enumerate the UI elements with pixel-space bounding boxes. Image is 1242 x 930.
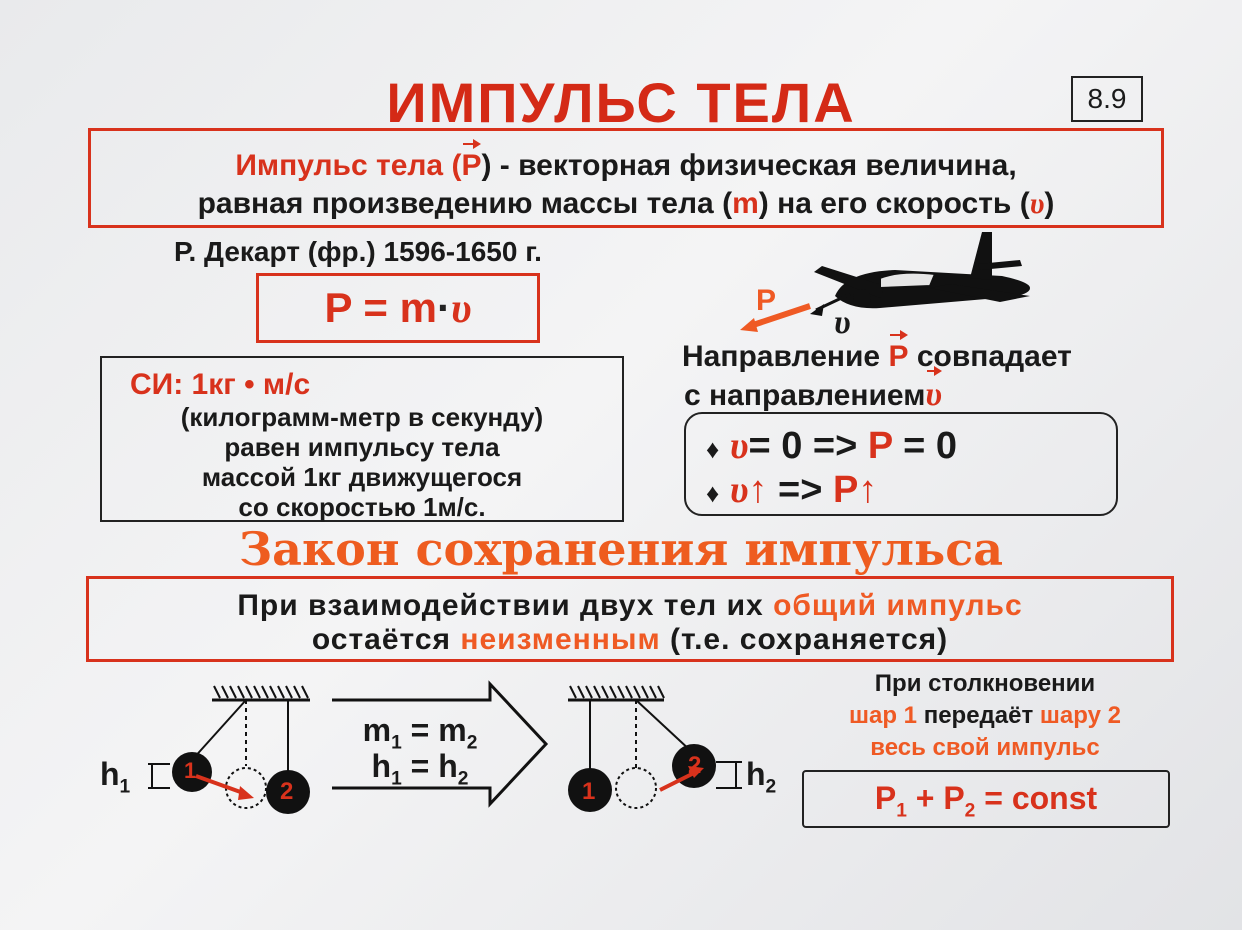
definition-line-2: равная произведению массы тела (m) на ег… (197, 187, 1055, 220)
law-title: Закон сохранения импульса (238, 522, 1004, 576)
diamond-bullet-icon: ♦ (706, 478, 720, 508)
page-number-badge: 8.9 (1071, 76, 1143, 122)
definition-box: Импульс тела (P) - векторная физическая … (88, 128, 1164, 228)
velocity-rules-box: ♦ υ= 0 => P = 0 ♦ υ↑ => P↑ (684, 412, 1118, 516)
collision-line-3: весь свой импульс (870, 734, 1100, 761)
arrow-up-icon: ↑ (858, 469, 878, 511)
arrow-up-icon: ↑ (748, 469, 768, 511)
h2-label: h2 (746, 756, 777, 798)
diamond-bullet-icon: ♦ (706, 434, 720, 464)
rule-2: ♦ υ↑ => P↑ (706, 469, 878, 511)
si-heading: СИ: 1кг • м/с (130, 368, 311, 401)
momentum-vector-symbol: P (461, 139, 482, 182)
ball-2-label: 2 (280, 778, 294, 805)
mass-symbol: m (732, 187, 759, 220)
plane-v-label: υ (834, 304, 851, 341)
law-line-2: остаётся неизменным (т.е. сохраняется) (311, 623, 949, 656)
mass-equation: m1 = m2 (362, 712, 478, 754)
law-box: При взаимодействии двух тел их общий имп… (86, 576, 1174, 662)
ball-2-label-after: 2 (688, 752, 702, 779)
big-arrow-shape (332, 680, 549, 808)
h1-label: h1 (100, 756, 131, 798)
plane-p-label: P (756, 284, 777, 317)
momentum-arrow-icon (740, 303, 811, 332)
direction-line-2: с направлениемυ (684, 366, 943, 413)
rule-1: ♦ υ= 0 => P = 0 (706, 425, 957, 467)
author-note: Р. Декарт (фр.) 1596-1650 г. (174, 236, 542, 267)
conservation-equation-box: P1 + P2 = const (802, 770, 1170, 828)
ball-1-label-after: 1 (582, 778, 596, 805)
momentum-formula: P = m·υ (256, 273, 540, 343)
pendulum-after-diagram (568, 685, 742, 812)
direction-line-1: Направление P совпадает (682, 330, 1072, 373)
collision-line-2: шар 1 передаёт шару 2 (849, 702, 1121, 729)
velocity-symbol: υ (1029, 187, 1045, 220)
collision-line-1: При столкновении (874, 670, 1096, 697)
si-unit-box: СИ: 1кг • м/с (килограмм-метр в секунду)… (100, 356, 624, 522)
height-equation: h1 = h2 (371, 748, 469, 790)
definition-line-1: Импульс тела (P) - векторная физическая … (235, 139, 1017, 182)
ball-1-label: 1 (184, 758, 197, 783)
pendulum-before-diagram (148, 685, 310, 814)
law-line-1: При взаимодействии двух тел их общий имп… (237, 589, 1023, 622)
airplane-illustration (810, 232, 1030, 316)
page-title: ИМПУЛЬС ТЕЛА (386, 71, 856, 134)
